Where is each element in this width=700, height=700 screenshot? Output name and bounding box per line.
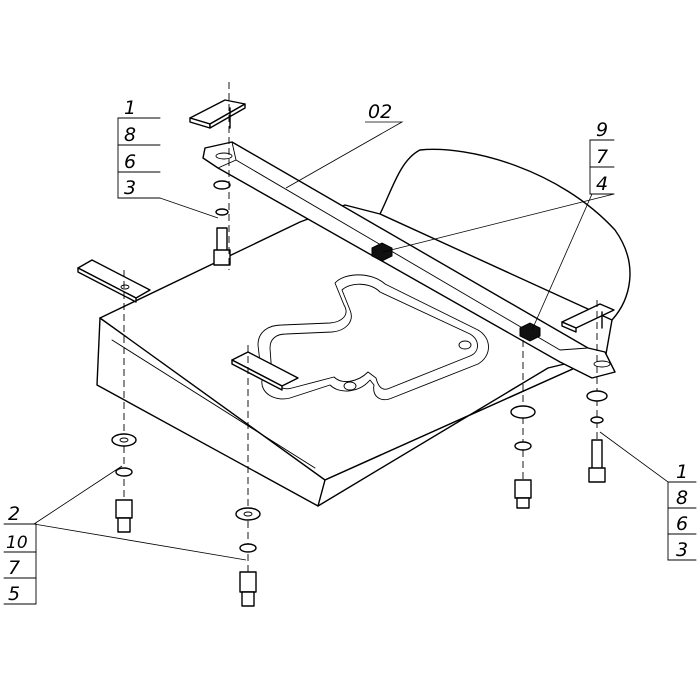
callout-bottom-right: 1 8 6 3 (676, 461, 688, 561)
bolt-stack-left (111, 433, 137, 533)
callout-tr-1: 9 (596, 119, 608, 141)
bracket-part-02 (202, 141, 616, 379)
callout-br-3: 6 (676, 513, 688, 535)
bolt-stack-right-1 (510, 405, 536, 509)
callout-tl-4: 3 (124, 177, 136, 199)
plate-top-left (189, 99, 246, 129)
label-part-02: 02 (368, 101, 392, 123)
bolt-top-left (213, 180, 231, 266)
bolt-stack-middle (235, 507, 261, 607)
callout-tl-3: 6 (124, 151, 136, 173)
bolt-stack-right-2 (586, 390, 608, 483)
callout-top-left: 1 8 6 3 (124, 97, 136, 199)
callout-bl-1: 2 (8, 503, 20, 525)
callout-br-4: 3 (676, 539, 688, 561)
callout-tr-2: 7 (596, 146, 608, 168)
callout-bl-2: 10 (6, 533, 28, 553)
callout-bl-3: 7 (8, 557, 20, 579)
plate-middle (231, 351, 299, 391)
skid-plate (96, 148, 631, 507)
callout-br-1: 1 (676, 461, 688, 483)
callout-tl-2: 8 (124, 124, 136, 146)
callout-bl-4: 5 (8, 583, 20, 605)
callout-frames (3, 117, 697, 605)
callout-tr-3: 4 (596, 173, 608, 195)
callout-br-2: 8 (676, 487, 688, 509)
plate-right (561, 303, 615, 333)
callout-bottom-left: 2 10 7 5 (6, 503, 28, 605)
callout-tl-1: 1 (124, 97, 136, 119)
plate-left (77, 259, 151, 303)
callout-top-right: 9 7 4 (596, 119, 608, 195)
